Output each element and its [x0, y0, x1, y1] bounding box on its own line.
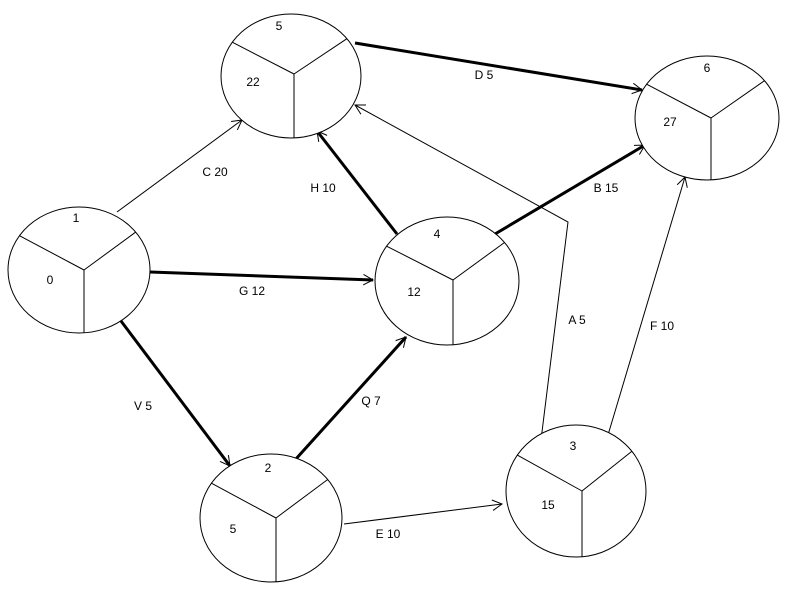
edge-4-6 — [494, 143, 646, 236]
edge-label: E 10 — [376, 527, 401, 541]
arrowhead-icon — [354, 104, 367, 115]
edge-2-4 — [293, 335, 408, 462]
node-divider — [517, 454, 583, 492]
node-circle — [199, 453, 343, 583]
node-value: 12 — [407, 285, 421, 299]
node-number: 5 — [276, 19, 283, 33]
node-number: 4 — [434, 227, 441, 241]
edge-line — [293, 335, 408, 462]
node-value: 5 — [230, 522, 237, 536]
edge-label: F 10 — [650, 319, 674, 333]
edge-label: A 5 — [568, 313, 586, 327]
edge-line — [494, 143, 646, 236]
edge-line — [116, 119, 243, 213]
node-value: 27 — [663, 115, 677, 129]
node-number: 6 — [704, 61, 711, 75]
node-divider — [275, 479, 329, 519]
edge-3-6 — [607, 176, 688, 436]
edge-line — [607, 176, 686, 436]
edge-1-2 — [119, 320, 232, 467]
node-value: 15 — [541, 498, 555, 512]
edge-label: D 5 — [475, 68, 494, 82]
edge-label: Q 7 — [361, 394, 381, 408]
node-circle — [220, 13, 362, 139]
node-divider — [386, 245, 454, 281]
edge-2-3 — [343, 499, 504, 525]
edge-label: B 15 — [594, 181, 619, 195]
edge-label: C 20 — [202, 165, 228, 179]
node-3: 3 15 — [505, 424, 647, 558]
node-divider — [710, 80, 765, 119]
edge-line — [315, 130, 399, 235]
node-circle — [374, 216, 520, 346]
node-number: 1 — [73, 211, 80, 225]
node-circle — [634, 55, 780, 181]
node-2: 25 — [199, 453, 343, 583]
node-value: 0 — [47, 273, 54, 287]
node-divider — [646, 83, 712, 119]
edges-layer — [116, 41, 688, 525]
node-circle — [7, 206, 151, 334]
node-number: 3 — [570, 439, 577, 453]
node-6: 6 27 — [634, 55, 780, 181]
node-circle — [505, 424, 647, 558]
arrowhead-icon — [491, 499, 504, 511]
arrowhead-icon — [362, 273, 375, 286]
edge-label: G 12 — [239, 284, 265, 298]
node-divider — [232, 41, 295, 75]
edge-label: H 10 — [310, 181, 336, 195]
edge-labels-layer: C 20 G 12 V 5 D 5 H 10 B 15 Q 7 E 10 A 5 F 10 — [134, 68, 674, 541]
arrowhead-icon — [395, 336, 407, 348]
edge-line — [149, 270, 374, 282]
edge-1-4 — [149, 270, 375, 286]
node-5: 5 22 — [220, 13, 362, 139]
node-divider — [293, 38, 348, 75]
edge-line — [119, 320, 232, 467]
node-1: 10 — [7, 206, 151, 334]
node-divider — [83, 231, 136, 271]
node-divider — [211, 482, 277, 519]
edge-3-5 — [354, 104, 569, 441]
node-value: 22 — [246, 75, 260, 89]
edge-5-6 — [354, 41, 644, 95]
node-divider — [452, 242, 505, 281]
edge-line — [354, 41, 643, 92]
edge-label: V 5 — [134, 399, 152, 413]
node-4: 4 12 — [374, 216, 520, 346]
node-divider — [581, 450, 633, 492]
edge-line — [354, 104, 569, 441]
edge-line — [343, 503, 503, 525]
node-number: 2 — [265, 461, 272, 475]
node-divider — [19, 235, 85, 271]
